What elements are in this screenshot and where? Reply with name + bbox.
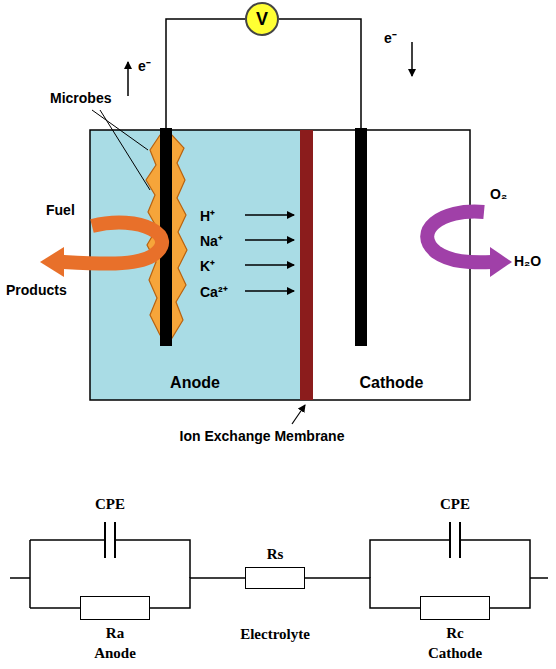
group-label: Cathode [428,645,482,662]
oxygen-label: O₂ [490,186,507,202]
node-label: Rs [267,546,284,563]
resistor-box: Rs [245,567,305,589]
node-label: Anode [170,374,220,392]
voltmeter-circle: V [245,2,279,36]
electron-arrow [127,62,129,96]
ion-arrow [245,239,294,240]
node-label: Ra [106,625,124,642]
cathode-electrode [355,128,367,346]
ion-label: Ca²⁺ [200,282,228,301]
membrane-label: Ion Exchange Membrane [180,428,345,444]
group-label: Anode [94,645,136,662]
ion-label: K⁺ [200,256,215,275]
wire [279,19,361,130]
node-label: Cathode [360,374,424,392]
oxygen-arrow-head [490,247,512,277]
leader-arrow [292,405,305,424]
resistor-box: Rc [420,596,490,620]
fuel-arrow-head [40,247,64,277]
electron-arrow [411,42,413,76]
leader-line [92,110,148,150]
ion-arrow [245,214,294,215]
ion-label: Na⁺ [200,231,223,250]
wire [166,19,245,130]
leader-line [100,110,150,190]
electron-label: e⁻ [384,28,397,47]
cathode-chamber: Cathode [313,130,470,400]
fuel-arrow [62,223,162,264]
circuit-wire [150,578,245,608]
cpe-label: CPE [440,496,470,513]
products-label: Products [6,282,67,298]
microbes-label: Microbes [50,90,111,106]
resistor-box: Ra [80,596,150,620]
ion-arrow [245,264,294,265]
water-label: H₂O [514,253,541,269]
ion-arrow [245,290,294,291]
ion-exchange-membrane [300,130,313,400]
cpe-label: CPE [95,496,125,513]
node-label: V [256,10,268,28]
anode-chamber: Anode [90,130,300,400]
electron-label: e⁻ [138,56,151,75]
cathode-chamber-fill [313,130,470,400]
oxygen-arrow [427,212,492,263]
group-label: Electrolyte [240,626,310,643]
ion-label: H⁺ [200,206,215,225]
fuel-label: Fuel [46,202,75,218]
node-label: Rc [446,625,464,642]
circuit-wire [305,578,420,608]
